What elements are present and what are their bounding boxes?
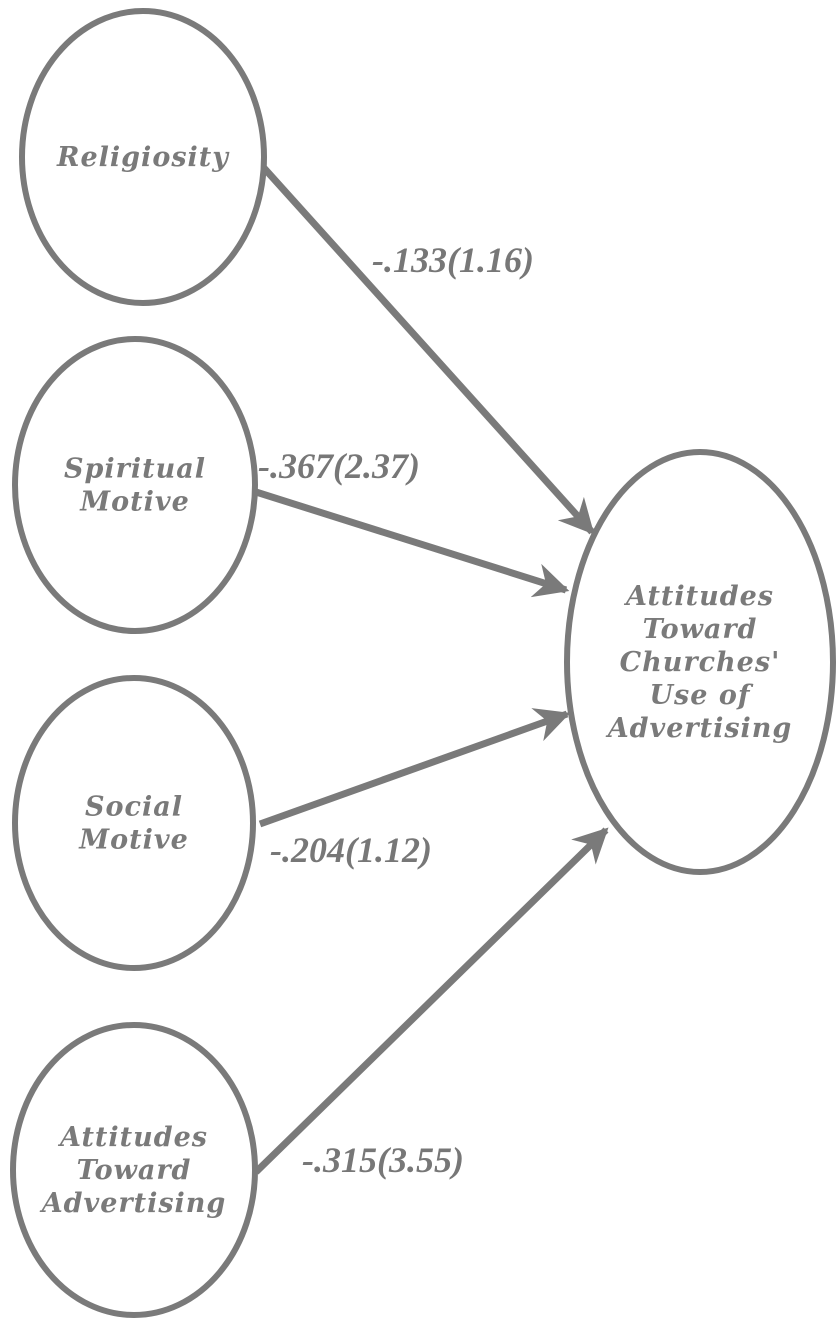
- node-label-line: Social: [85, 792, 183, 823]
- node-label-line: Churches': [620, 647, 781, 678]
- path-coefficient-label: -.315(3.55): [302, 1140, 464, 1180]
- arrow-spiritual-to-target: [254, 488, 570, 598]
- node-label-line: Advertising: [605, 713, 793, 744]
- ellipse-social: [12, 675, 256, 971]
- node-label-line: Attitudes: [623, 581, 774, 612]
- node-label-line: Motive: [78, 825, 189, 856]
- ellipse-spiritual: [12, 336, 258, 634]
- node-label-line: Toward: [643, 614, 758, 645]
- node-label-line: Use of: [650, 680, 754, 711]
- path-coefficient-label: -.367(2.37): [258, 446, 420, 486]
- ellipse-religiosity: [19, 8, 267, 306]
- path-coefficient-label: -.133(1.16): [372, 240, 534, 280]
- node-label-line: Religiosity: [56, 142, 230, 173]
- node-label-line: Motive: [79, 487, 190, 518]
- node-religiosity: Religiosity: [19, 8, 267, 306]
- arrow-att_adv-to-target: [253, 827, 609, 1175]
- node-label-line: Attitudes: [57, 1122, 208, 1153]
- ellipse-target: [564, 449, 836, 875]
- ellipse-att_adv: [10, 1022, 258, 1318]
- arrow-social-to-target: [258, 708, 571, 828]
- path-coefficient-label: -.204(1.12): [270, 830, 432, 870]
- node-label-line: Spiritual: [64, 454, 206, 485]
- node-label-line: Toward: [77, 1155, 192, 1186]
- node-label-line: Advertising: [39, 1188, 227, 1219]
- arrow-religiosity-to-target: [261, 165, 595, 535]
